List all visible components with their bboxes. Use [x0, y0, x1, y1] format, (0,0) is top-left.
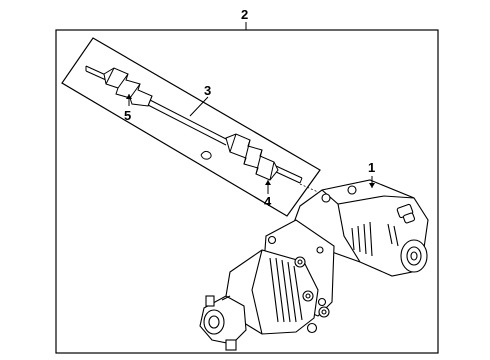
callout-1-arrow	[369, 183, 375, 188]
differential-housing-icon	[291, 179, 429, 277]
callout-3-leader	[189, 96, 209, 117]
callout-5-arrow	[126, 94, 132, 99]
callout-1: 1	[368, 160, 375, 175]
shaft-subassembly-frame	[61, 37, 321, 217]
cv-axle-shaft-icon	[85, 65, 303, 184]
alignment-guide	[299, 183, 319, 193]
callout-4-arrow	[265, 180, 271, 185]
callout-3: 3	[204, 83, 211, 98]
callout-4: 4	[264, 194, 272, 209]
assembly-frame	[55, 29, 439, 354]
callout-2: 2	[241, 7, 248, 22]
circlip-icon	[200, 150, 212, 160]
electronic-coupling-icon	[199, 219, 335, 351]
inner-cv-boot-icon	[225, 133, 279, 181]
outer-cv-boot-icon	[103, 67, 153, 107]
callout-5: 5	[124, 108, 131, 123]
